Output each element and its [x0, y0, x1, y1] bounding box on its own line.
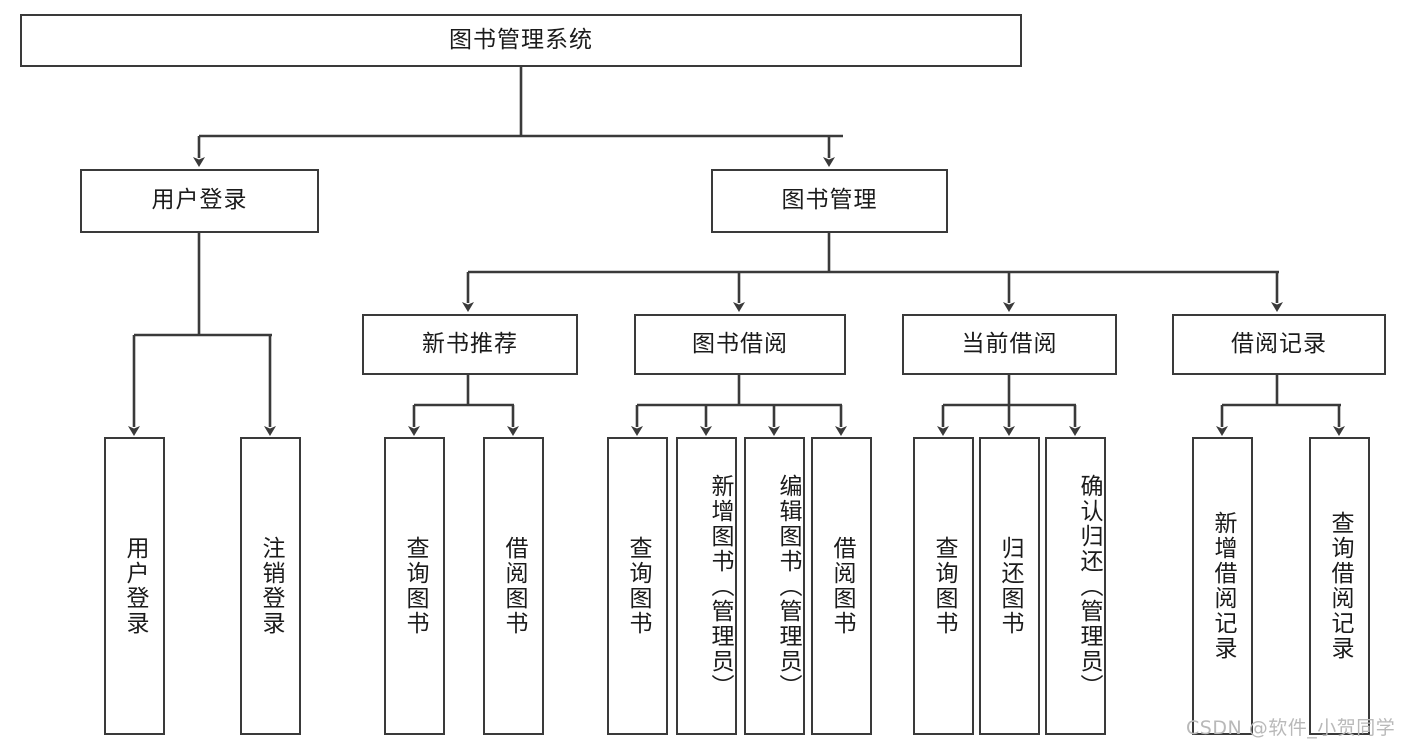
leaf-current-borrow-confirm-return-admin[interactable]: 确认归还（管理员）	[1045, 437, 1106, 735]
node-new-book-recommend[interactable]: 新书推荐	[362, 314, 578, 375]
leaf-book-borrow-query-book[interactable]: 查询图书	[607, 437, 668, 735]
node-borrow-record[interactable]: 借阅记录	[1172, 314, 1386, 375]
node-label: 查询借阅记录	[1327, 511, 1354, 661]
leaf-user-login-login[interactable]: 用户登录	[104, 437, 165, 735]
node-label: 查询图书	[931, 536, 958, 636]
leaf-current-borrow-return-book[interactable]: 归还图书	[979, 437, 1040, 735]
node-label: 注销登录	[258, 536, 285, 636]
node-label: 新增图书（管理员）	[707, 473, 733, 699]
node-label: 图书管理	[781, 187, 878, 214]
leaf-borrow-record-query-record[interactable]: 查询借阅记录	[1309, 437, 1370, 735]
leaf-borrow-record-add-record[interactable]: 新增借阅记录	[1192, 437, 1253, 735]
node-label: 查询图书	[402, 536, 429, 636]
node-label: 编辑图书（管理员）	[775, 473, 801, 699]
node-current-borrow[interactable]: 当前借阅	[902, 314, 1117, 375]
leaf-user-login-logout[interactable]: 注销登录	[240, 437, 301, 735]
node-label: 当前借阅	[961, 330, 1058, 357]
leaf-current-borrow-query-book[interactable]: 查询图书	[913, 437, 974, 735]
node-book-borrow[interactable]: 图书借阅	[634, 314, 846, 375]
node-label: 查询图书	[625, 536, 652, 636]
node-label: 新增借阅记录	[1210, 511, 1237, 661]
leaf-book-borrow-borrow-book[interactable]: 借阅图书	[811, 437, 872, 735]
node-user-login[interactable]: 用户登录	[80, 169, 319, 233]
node-label: 用户登录	[122, 536, 149, 636]
node-root-book-management-system[interactable]: 图书管理系统	[20, 14, 1022, 67]
node-label: 用户登录	[151, 187, 248, 214]
node-label: 借阅图书	[501, 536, 528, 636]
node-label: 新书推荐	[422, 330, 518, 357]
leaf-new-book-borrow-book[interactable]: 借阅图书	[483, 437, 544, 735]
node-label: 归还图书	[997, 536, 1024, 636]
node-label: 图书管理系统	[449, 26, 593, 53]
node-label: 借阅记录	[1231, 330, 1327, 357]
leaf-new-book-query-book[interactable]: 查询图书	[384, 437, 445, 735]
node-label: 确认归还（管理员）	[1076, 473, 1102, 699]
node-label: 图书借阅	[692, 330, 788, 357]
node-book-management[interactable]: 图书管理	[711, 169, 948, 233]
leaf-book-borrow-edit-book-admin[interactable]: 编辑图书（管理员）	[744, 437, 805, 735]
node-label: 借阅图书	[829, 536, 856, 636]
leaf-book-borrow-add-book-admin[interactable]: 新增图书（管理员）	[676, 437, 737, 735]
